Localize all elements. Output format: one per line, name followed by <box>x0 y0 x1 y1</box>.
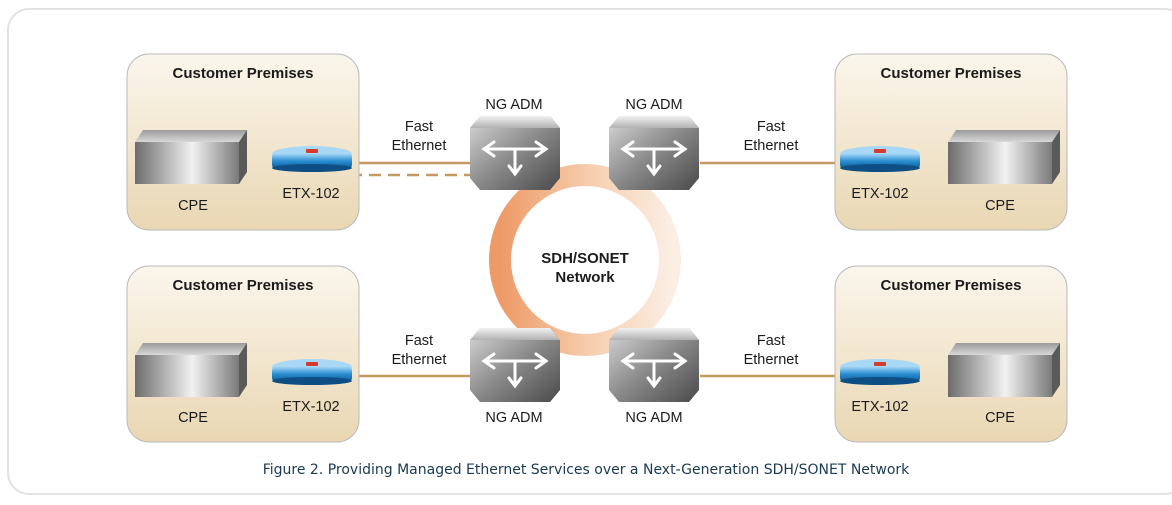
ng-adm-device-icon <box>607 114 701 192</box>
premises-bottom-right: Customer Premises ETX-102 CPE <box>834 265 1068 443</box>
figure-caption: Figure 2. Providing Managed Ethernet Ser… <box>262 462 910 478</box>
ng-adm-top-left: NG ADM <box>468 97 562 192</box>
cpe-label: CPE <box>178 410 208 426</box>
cpe-device-icon <box>135 343 247 397</box>
ng-adm-bottom-left: NG ADM <box>468 326 562 426</box>
link-label-fast: Fast <box>405 119 433 135</box>
etx-label: ETX-102 <box>851 186 908 202</box>
network-label-line1: SDH/SONET <box>541 250 629 267</box>
cpe-device-icon <box>948 343 1060 397</box>
link-label-fast: Fast <box>405 333 433 349</box>
etx-102-device-icon <box>272 146 352 172</box>
etx-102-device-icon <box>840 359 920 385</box>
cpe-label: CPE <box>178 198 208 214</box>
link-label-ethernet: Ethernet <box>392 138 447 154</box>
premises-bottom-left: Customer Premises CPE ETX-102 <box>126 265 360 443</box>
premises-title: Customer Premises <box>173 277 314 294</box>
premises-top-right: Customer Premises ETX-102 CPE <box>834 53 1068 231</box>
adm-label: NG ADM <box>485 410 542 426</box>
etx-102-device-icon <box>840 146 920 172</box>
etx-label: ETX-102 <box>282 186 339 202</box>
cpe-label: CPE <box>985 410 1015 426</box>
etx-102-device-icon <box>272 359 352 385</box>
cpe-device-icon <box>948 130 1060 184</box>
network-diagram: SDH/SONET Network Customer Premises CPE … <box>126 53 1068 443</box>
adm-label: NG ADM <box>625 410 682 426</box>
premises-title: Customer Premises <box>173 65 314 82</box>
link-label-ethernet: Ethernet <box>392 352 447 368</box>
figure-frame <box>7 8 1172 495</box>
etx-label: ETX-102 <box>851 399 908 415</box>
adm-label: NG ADM <box>485 97 542 113</box>
link-label-fast: Fast <box>757 119 785 135</box>
link-label-ethernet: Ethernet <box>744 138 799 154</box>
premises-title: Customer Premises <box>881 65 1022 82</box>
adm-label: NG ADM <box>625 97 682 113</box>
ng-adm-bottom-right: NG ADM <box>607 326 701 426</box>
link-label-ethernet: Ethernet <box>744 352 799 368</box>
cpe-label: CPE <box>985 198 1015 214</box>
premises-title: Customer Premises <box>881 277 1022 294</box>
link-label-fast: Fast <box>757 333 785 349</box>
ng-adm-device-icon <box>468 114 562 192</box>
ng-adm-device-icon <box>607 326 701 404</box>
cpe-device-icon <box>135 130 247 184</box>
network-label-line2: Network <box>555 269 615 286</box>
sdh-sonet-ring: SDH/SONET Network <box>489 164 681 356</box>
ng-adm-device-icon <box>468 326 562 404</box>
premises-top-left: Customer Premises CPE ETX-102 <box>126 53 360 231</box>
etx-label: ETX-102 <box>282 399 339 415</box>
ng-adm-top-right: NG ADM <box>607 97 701 192</box>
